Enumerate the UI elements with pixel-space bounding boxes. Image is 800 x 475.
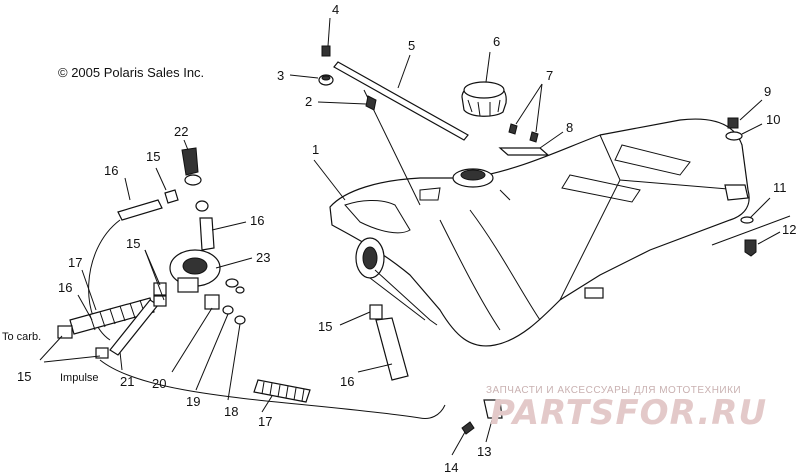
spring-hose-bottom xyxy=(253,379,311,403)
callout-12: 12 xyxy=(782,222,796,237)
callout-1: 1 xyxy=(312,142,319,157)
callout-16-left: 16 xyxy=(58,280,72,295)
spring-hose-left xyxy=(57,297,155,339)
callout-22: 22 xyxy=(174,124,188,139)
hose-top xyxy=(117,199,163,221)
callout-2: 2 xyxy=(305,94,312,109)
callout-14: 14 xyxy=(444,460,458,475)
callout-15-top: 15 xyxy=(146,149,160,164)
fuel-line-right xyxy=(369,304,409,381)
clamp-c xyxy=(95,347,109,359)
callout-11: 11 xyxy=(773,180,787,195)
vertical-hose xyxy=(199,217,215,251)
callout-16-top: 16 xyxy=(104,163,118,178)
fuel-tank xyxy=(329,118,750,347)
callout-13: 13 xyxy=(477,444,491,459)
callout-19: 19 xyxy=(186,394,200,409)
callout-9: 9 xyxy=(764,84,771,99)
callout-18: 18 xyxy=(224,404,238,419)
callout-10: 10 xyxy=(766,112,780,127)
callout-8: 8 xyxy=(566,120,573,135)
callout-16-bottom: 16 xyxy=(340,374,354,389)
elbow-fitting xyxy=(181,147,209,212)
fuel-line-curve xyxy=(88,219,121,341)
callout-5: 5 xyxy=(408,38,415,53)
copyright-notice: © 2005 Polaris Sales Inc. xyxy=(58,65,204,80)
callout-4: 4 xyxy=(332,2,339,17)
leader-lines xyxy=(39,17,791,456)
callout-23: 23 xyxy=(256,250,270,265)
callout-20: 20 xyxy=(152,376,166,391)
cap-hardware xyxy=(498,123,550,156)
callout-17-left: 17 xyxy=(68,255,82,270)
hose-clamp-top xyxy=(164,189,179,204)
callout-3: 3 xyxy=(277,68,284,83)
fuel-petcock xyxy=(169,249,246,325)
callout-21: 21 xyxy=(120,374,134,389)
to-carb-label: To carb. xyxy=(2,331,41,343)
callout-15-mid: 15 xyxy=(126,236,140,251)
callout-6: 6 xyxy=(493,34,500,49)
tank-fuel-valve xyxy=(355,237,438,326)
callout-7: 7 xyxy=(546,68,553,83)
watermark-tagline: ЗАПЧАСТИ И АКСЕССУАРЫ ДЛЯ МОТОТЕХНИКИ xyxy=(486,385,741,396)
callout-16-mid: 16 xyxy=(250,213,264,228)
mount-fasteners xyxy=(725,117,757,257)
impulse-label: Impulse xyxy=(60,372,99,384)
impulse-line xyxy=(99,359,446,419)
callout-15-bottom: 15 xyxy=(17,369,31,384)
callout-17-bottom: 17 xyxy=(258,414,272,429)
vent-hardware xyxy=(318,45,377,111)
watermark-logo: PARTSFOR.RU xyxy=(490,393,767,433)
watermark: ЗАПЧАСТИ И АКСЕССУАРЫ ДЛЯ МОТОТЕХНИКИ PA… xyxy=(486,385,767,433)
callout-15-right: 15 xyxy=(318,319,332,334)
clamp-b xyxy=(153,295,167,307)
callouts: 1 2 3 4 5 6 7 8 9 10 11 12 13 14 15 15 1… xyxy=(17,2,796,475)
fuel-cap xyxy=(461,81,507,117)
